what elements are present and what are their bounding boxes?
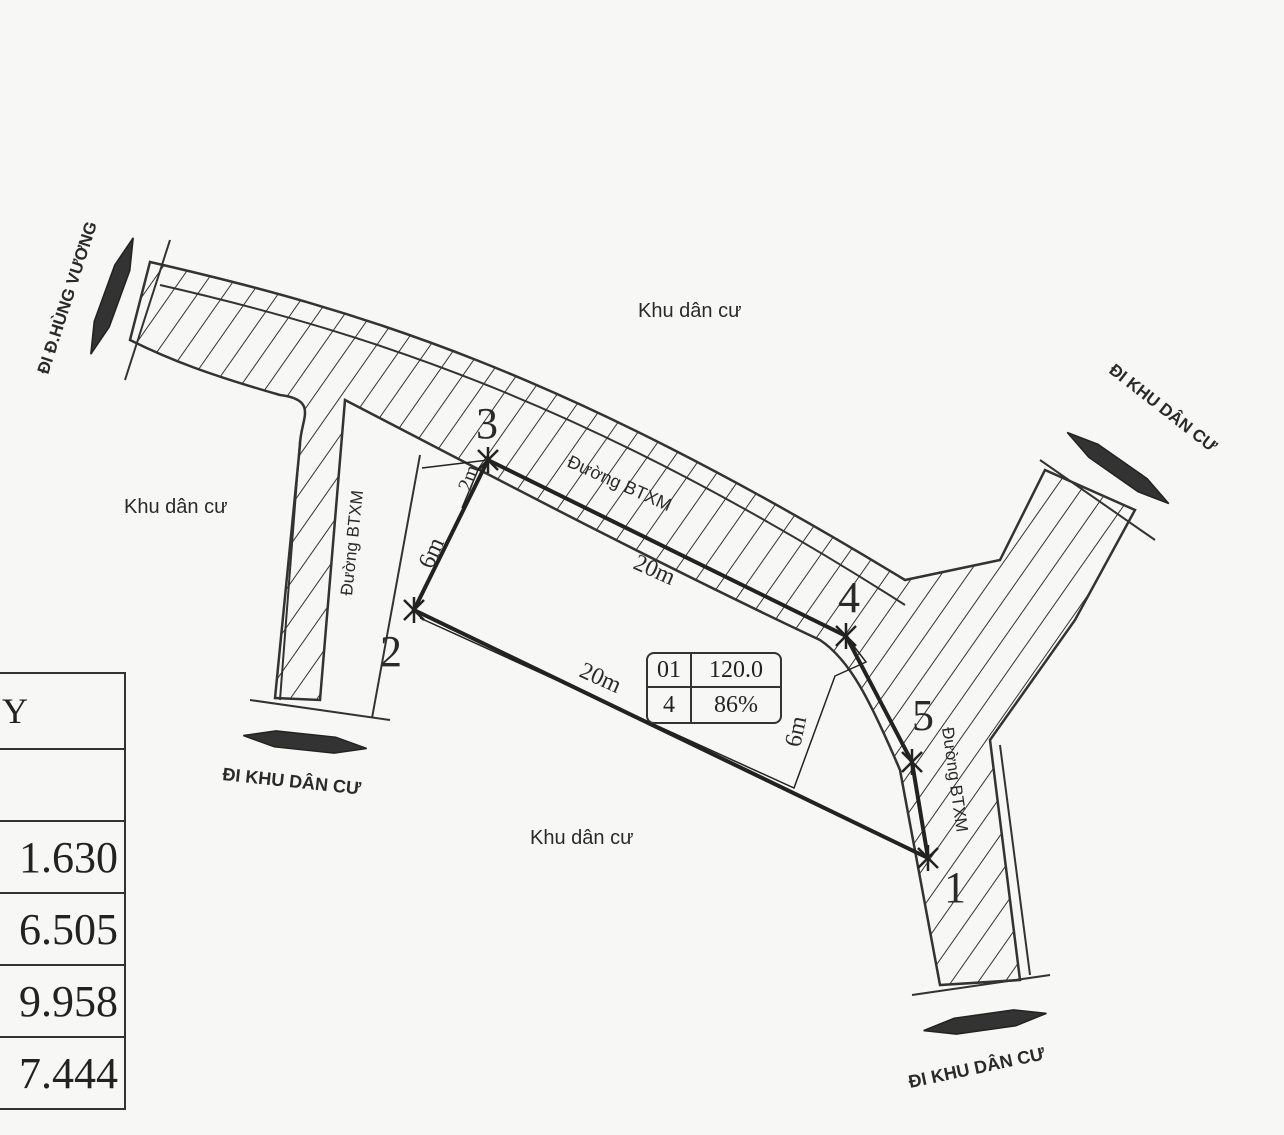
road-end-top-left xyxy=(124,239,171,381)
vertex-2-marker xyxy=(403,597,425,623)
label-to-residential-bottom-left: ĐI KHU DÂN CƯ xyxy=(222,763,362,798)
vertex-1-marker xyxy=(917,845,939,871)
arrow-bottom-left-icon xyxy=(243,730,367,754)
parcel-area: 120.0 xyxy=(692,654,780,688)
table-row xyxy=(0,748,126,822)
parcel-plot: 4 xyxy=(648,688,692,722)
vertex-3-marker xyxy=(477,447,499,473)
arrow-top-right-icon xyxy=(1066,431,1170,505)
road-end-bottom-left xyxy=(249,699,391,721)
coordinate-table: Y 1.630 6.505 9.958 7.444 xyxy=(0,672,126,1110)
table-cell: 9.958 xyxy=(0,964,126,1038)
dim-right-edge: 6m xyxy=(780,714,812,750)
table-header-row: Y xyxy=(0,672,126,750)
table-cell: 7.444 xyxy=(0,1036,126,1110)
label-residential-top: Khu dân cư xyxy=(638,300,741,322)
vertex-4-marker xyxy=(835,623,857,649)
direction-arrows xyxy=(90,237,1170,1035)
table-header-cell: Y xyxy=(0,672,126,750)
label-to-residential-bottom-right: ĐI KHU DÂN CƯ xyxy=(906,1042,1046,1091)
vertex-label-4: 4 xyxy=(838,573,860,622)
vertex-markers xyxy=(403,447,939,871)
table-row: 9.958 xyxy=(0,964,126,1038)
table-row: 7.444 xyxy=(0,1036,126,1110)
road-inner-edge-left2 xyxy=(371,454,421,719)
setback-dim-line xyxy=(461,469,479,509)
road-network xyxy=(128,260,1137,987)
label-residential-bottom: Khu dân cư xyxy=(530,827,633,849)
road-inner-edge-top xyxy=(159,284,906,606)
label-to-residential-top-right: ĐI KHU DÂN CƯ xyxy=(1106,360,1222,456)
vertex-5-marker xyxy=(901,749,923,775)
road-upper-band xyxy=(128,260,1137,987)
label-road-left: Đường BTXM xyxy=(337,489,367,596)
table-row: 1.630 xyxy=(0,820,126,894)
arrow-bottom-right-icon xyxy=(923,1009,1047,1035)
road-end-bottom-right xyxy=(911,974,1051,996)
vertex-label-1: 1 xyxy=(944,863,966,912)
vertex-label-5: 5 xyxy=(912,691,934,740)
road-inner-edge-left xyxy=(279,439,301,701)
dim-left-edge: 6m xyxy=(414,534,450,573)
road-inner-edge-right xyxy=(999,744,1031,976)
arrow-hung-vuong-icon xyxy=(90,237,134,355)
table-cell: 1.630 xyxy=(0,820,126,894)
parcel-percent: 86% xyxy=(714,691,758,718)
vertex-label-3: 3 xyxy=(476,399,498,448)
parcel-sheet: 01 xyxy=(648,654,692,688)
table-cell-empty xyxy=(0,748,126,822)
parcel-info-box: 01 120.0 4 86% xyxy=(646,652,782,724)
label-residential-left: Khu dân cư xyxy=(124,496,227,518)
vertex-label-2: 2 xyxy=(380,627,402,676)
table-cell: 6.505 xyxy=(0,892,126,966)
road-edges xyxy=(124,239,1156,996)
table-row: 6.505 xyxy=(0,892,126,966)
road-end-top-right xyxy=(1039,459,1156,541)
